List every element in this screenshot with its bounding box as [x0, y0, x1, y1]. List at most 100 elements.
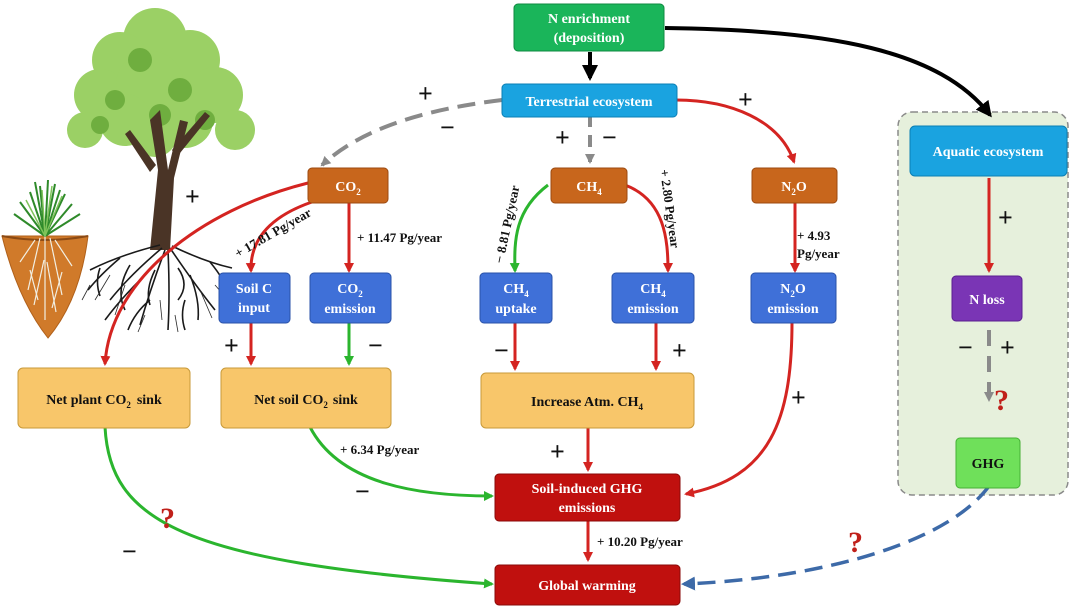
ch4-emission-line2: emission [627, 302, 679, 317]
question-mark: ? [160, 502, 175, 535]
sign-plus: + [672, 336, 687, 365]
flux-global: + 10.20 Pg/year [597, 534, 683, 549]
arrow-co2-to-soil-c [245, 198, 319, 273]
svg-text:CH4: CH4 [503, 282, 529, 299]
svg-text:CH4: CH4 [576, 180, 602, 197]
co2-label: CO [335, 180, 356, 195]
sign-plus: + [185, 182, 200, 211]
ch4-emission-sub: 4 [661, 289, 666, 299]
node-ch4: CH4 [550, 167, 628, 204]
sign-minus: − [368, 331, 383, 360]
net-plant-b: sink [137, 393, 162, 408]
net-soil-b: sink [333, 393, 358, 408]
n-enrichment-line1: N enrichment [548, 12, 630, 27]
ch4-emission-a: CH [640, 282, 661, 297]
node-ch4-uptake: CH4 uptake [479, 272, 553, 324]
node-terrestrial: Terrestrial ecosystem [501, 83, 678, 118]
increase-ch4-a: Increase Atm. CH [531, 395, 639, 410]
sign-minus: − [958, 333, 973, 362]
svg-text:N2O: N2O [781, 180, 807, 197]
svg-text:Increase Atm. CH4: Increase Atm. CH4 [531, 395, 643, 412]
tree-illustration [67, 8, 255, 333]
soil-c-line1: Soil C [236, 282, 272, 297]
node-soil-induced-ghg: Soil-induced GHG emissions [494, 473, 681, 522]
ch4-uptake-a: CH [503, 282, 524, 297]
n-enrichment-line2: (deposition) [554, 31, 625, 46]
sign-plus: + [224, 331, 239, 360]
co2-sub: 2 [356, 187, 361, 197]
sign-plus: + [998, 203, 1013, 232]
node-net-soil-sink: Net soil CO2 sink [220, 367, 392, 429]
node-increase-atm-ch4: Increase Atm. CH4 [480, 372, 695, 429]
n2o-emission-b: O [795, 282, 806, 297]
sign-minus: − [122, 537, 137, 566]
net-plant-sub: 2 [126, 400, 131, 410]
node-ghg: GHG [955, 437, 1021, 489]
sign-minus: − [602, 123, 617, 152]
net-soil-a: Net soil CO [254, 393, 323, 408]
co2-emission-sub: 2 [358, 289, 363, 299]
arrow-net-soil-to-soil-ghg [308, 426, 494, 501]
arrow-co2-to-net-plant [100, 181, 309, 366]
flux-ch4-emission: + 2.80 Pg/year [657, 168, 683, 249]
ch4-sub: 4 [597, 187, 602, 197]
sign-minus: − [355, 477, 370, 506]
arrow-n-to-aquatic [664, 26, 992, 118]
soil-c-line2: input [238, 301, 270, 316]
co2-emission-a: CO [337, 282, 358, 297]
arrow-terrestrial-to-n2o [675, 98, 797, 164]
n2o-b: O [796, 180, 807, 195]
ch4-uptake-sub: 4 [524, 289, 529, 299]
n2o-sub: 2 [791, 187, 796, 197]
node-global-warming: Global warming [494, 564, 681, 606]
net-plant-a: Net plant CO [46, 393, 126, 408]
node-net-plant-sink: Net plant CO2 sink [17, 367, 191, 429]
sign-plus: + [555, 123, 570, 152]
arrow-ghg-to-global [681, 484, 991, 591]
svg-text:CO2: CO2 [335, 180, 361, 197]
node-soil-c-input: Soil C input [218, 272, 291, 324]
sign-plus: + [418, 79, 433, 108]
node-co2-emission: CO2 emission [309, 272, 392, 324]
n2o-emission-line2: emission [767, 302, 819, 317]
ghg-label: GHG [972, 457, 1005, 472]
n2o-a: N [781, 180, 791, 195]
flux-soil-c: + 17.81 Pg/year [232, 205, 314, 261]
grass-pot-illustration [1, 179, 89, 339]
arrow-ch4-to-ch4-emission [624, 183, 673, 273]
sign-plus: + [738, 85, 753, 114]
arrow-net-plant-to-global [103, 426, 494, 589]
terrestrial-label: Terrestrial ecosystem [525, 95, 652, 110]
global-warming-label: Global warming [538, 579, 636, 594]
soil-ghg-line1: Soil-induced GHG [532, 482, 643, 497]
flux-co2-emission: + 11.47 Pg/year [357, 230, 442, 245]
net-soil-sub: 2 [323, 400, 328, 410]
increase-ch4-sub: 4 [638, 402, 643, 412]
flux-n2o-line1: + 4.93 [797, 228, 831, 243]
node-co2: CO2 [307, 167, 389, 204]
node-n-enrichment: N enrichment (deposition) [513, 3, 665, 52]
question-mark: ? [848, 526, 863, 559]
n2o-emission-sub: 2 [790, 289, 795, 299]
node-n2o: N2O [751, 167, 838, 204]
node-ch4-emission: CH4 emission [611, 272, 695, 324]
sign-plus: + [791, 383, 806, 412]
node-n-loss: N loss [951, 275, 1023, 322]
arrow-n2o-emission-to-soil-ghg [684, 321, 794, 498]
sign-minus: − [440, 113, 455, 142]
aquatic-label: Aquatic ecosystem [933, 145, 1044, 160]
node-aquatic: Aquatic ecosystem [909, 125, 1068, 177]
node-n2o-emission: N2O emission [750, 272, 837, 324]
n-loss-label: N loss [969, 293, 1005, 308]
co2-emission-line2: emission [324, 302, 376, 317]
question-mark: ? [994, 384, 1009, 417]
arrow-ch4-to-ch4-uptake [509, 183, 549, 273]
sign-plus: + [550, 437, 565, 466]
svg-text:N2O: N2O [780, 282, 806, 299]
n2o-emission-a: N [780, 282, 790, 297]
flux-net-soil: + 6.34 Pg/year [340, 442, 419, 457]
svg-text:CH4: CH4 [640, 282, 666, 299]
